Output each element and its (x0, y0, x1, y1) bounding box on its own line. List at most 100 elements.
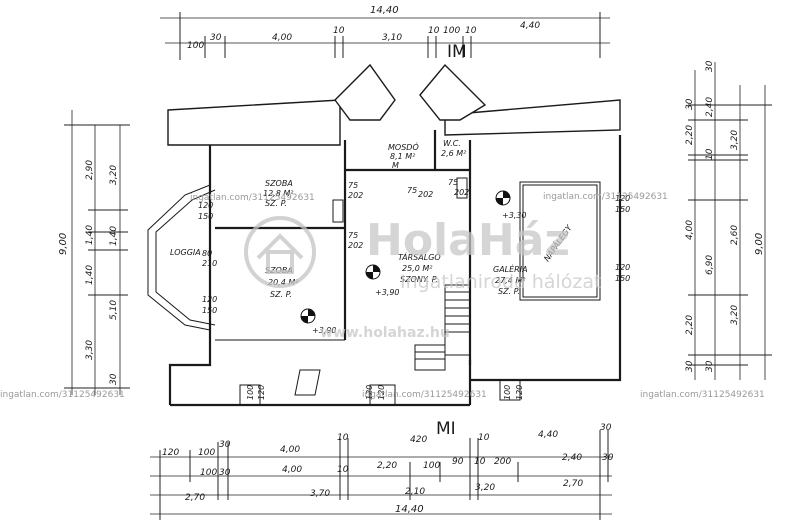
top-dim: 100 (443, 26, 460, 36)
svg-text:2,6 M²: 2,6 M² (441, 149, 467, 158)
right-dim: 30 (685, 360, 695, 372)
listing-watermark: ingatlan.com/31125492631 (0, 390, 125, 400)
svg-text:8,1 M²: 8,1 M² (390, 152, 416, 161)
bottom-dim: 30 (219, 468, 231, 478)
left-dim: 5,10 (109, 300, 119, 320)
svg-text:100: 100 (503, 385, 512, 400)
svg-text:120: 120 (377, 385, 386, 400)
svg-text:75: 75 (348, 181, 358, 190)
right-dim: 2,20 (685, 125, 695, 145)
room-szoba-1: SZOBA 12,8 M² SZ. P. (263, 179, 294, 208)
room-wc: W.C. 2,6 M² (441, 139, 467, 158)
svg-text:TÁRSALGÓ: TÁRSALGÓ (398, 251, 441, 262)
bottom-dim: 30 (600, 423, 612, 433)
svg-text:+3,90: +3,90 (312, 326, 337, 335)
svg-text:202: 202 (454, 188, 469, 197)
svg-text:120: 120 (615, 263, 630, 272)
svg-text:120: 120 (365, 385, 374, 400)
svg-text:202: 202 (348, 241, 363, 250)
bottom-dim: 2,40 (562, 453, 582, 463)
bottom-dim: 100 (200, 468, 217, 478)
level-marker: +3,90 (300, 308, 337, 335)
svg-text:20,4 M²: 20,4 M² (268, 278, 299, 287)
right-dim: 3,20 (730, 305, 740, 325)
right-dim: 2,60 (730, 225, 740, 245)
svg-text:27,4 M²: 27,4 M² (495, 276, 526, 285)
listing-watermark: ingatlan.com/31125492631 (543, 192, 668, 202)
bottom-dim: 10 (474, 457, 486, 467)
house-logo-icon (244, 216, 316, 288)
svg-text:150: 150 (615, 274, 630, 283)
svg-text:120: 120 (198, 201, 213, 210)
bottom-dim: 2,70 (185, 493, 205, 503)
svg-text:202: 202 (348, 191, 363, 200)
svg-text:SZONY. P.: SZONY. P. (400, 275, 438, 284)
svg-text:SZOBA: SZOBA (265, 179, 293, 188)
left-dim: 3,30 (85, 340, 95, 360)
level-marker: +3,90 (365, 264, 400, 297)
right-dim: 30 (705, 360, 715, 372)
room-tarsalgo: TÁRSALGÓ 25,0 M² SZONY. P. (398, 251, 441, 284)
level-marker: +3,30 (495, 190, 527, 220)
right-dim: 3,20 (730, 130, 740, 150)
bottom-dim: 4,00 (282, 465, 302, 475)
svg-text:120: 120 (202, 295, 217, 304)
svg-text:75: 75 (448, 178, 458, 187)
top-dim: 10 (333, 26, 345, 36)
left-dim: 1,40 (109, 226, 119, 246)
bottom-dimension-lines: 120 100 30 4,00 10 420 10 4,40 30 100 30… (150, 423, 614, 520)
bottom-dim: 30 (602, 453, 614, 463)
bottom-dim: 3,70 (310, 489, 330, 499)
bottom-dim: 100 (198, 448, 215, 458)
bottom-dim: 120 (162, 448, 179, 458)
svg-text:75: 75 (407, 186, 417, 195)
right-dim: 2,20 (685, 315, 695, 335)
left-dim: 1,40 (85, 225, 95, 245)
left-dim: 2,90 (85, 160, 95, 180)
svg-text:25,0 M²: 25,0 M² (402, 264, 433, 273)
top-dim: 4,40 (520, 21, 540, 31)
svg-text:+3,30: +3,30 (502, 211, 527, 220)
bottom-dim: 10 (337, 465, 349, 475)
left-dim: 30 (109, 373, 119, 385)
svg-text:SZ. P.: SZ. P. (265, 199, 287, 208)
top-dim: 3,10 (382, 33, 402, 43)
svg-text:100: 100 (246, 385, 255, 400)
top-dim: 100 (187, 41, 204, 51)
listing-watermark: ingatlan.com/31125492631 (362, 390, 487, 400)
listing-watermark: ingatlan.com/31125492631 (190, 193, 315, 203)
right-overall-dim: 9,00 (754, 233, 765, 255)
staircase (414, 284, 471, 371)
room-loggia: LOGGIA (170, 248, 201, 257)
svg-text:150: 150 (202, 306, 217, 315)
listing-watermark: ingatlan.com/31125492631 (640, 390, 765, 400)
bottom-dim: 4,40 (538, 430, 558, 440)
bottom-dim: 200 (494, 457, 511, 467)
right-dim: 30 (685, 98, 695, 110)
room-galeria: GALÉRIA 27,4 M² SZ. P. (493, 263, 528, 296)
right-dim: 30 (705, 60, 715, 72)
svg-text:Ingatlaniroda hálózat: Ingatlaniroda hálózat (400, 271, 601, 293)
right-dim: 2,40 (705, 97, 715, 117)
svg-text:MOSDÓ: MOSDÓ (388, 141, 419, 152)
bottom-overall-dim: 14,40 (395, 504, 424, 515)
bottom-dim: 10 (478, 433, 490, 443)
opening-labels: 75 202 75 202 75 202 75 202 120 150 80 2… (198, 178, 630, 400)
room-mosdo: MOSDÓ 8,1 M² M (388, 141, 419, 170)
svg-text:120: 120 (515, 385, 524, 400)
top-dim: 10 (465, 26, 477, 36)
view-title-bottom: MI (436, 419, 456, 439)
bottom-dim: 4,00 (280, 445, 300, 455)
bottom-dim: 3,20 (475, 483, 495, 493)
bottom-dim: 90 (452, 457, 464, 467)
svg-text:GALÉRIA: GALÉRIA (493, 263, 528, 274)
bottom-dim: 2,70 (563, 479, 583, 489)
right-dim: 4,00 (685, 220, 695, 240)
svg-text:80: 80 (202, 249, 212, 258)
left-overall-dim: 9,00 (58, 233, 69, 255)
svg-text:150: 150 (198, 212, 213, 221)
svg-text:+3,90: +3,90 (375, 288, 400, 297)
bottom-dim: 30 (219, 440, 231, 450)
svg-text:www.holahaz.hu: www.holahaz.hu (320, 325, 450, 341)
view-title-top: IM (447, 42, 467, 62)
